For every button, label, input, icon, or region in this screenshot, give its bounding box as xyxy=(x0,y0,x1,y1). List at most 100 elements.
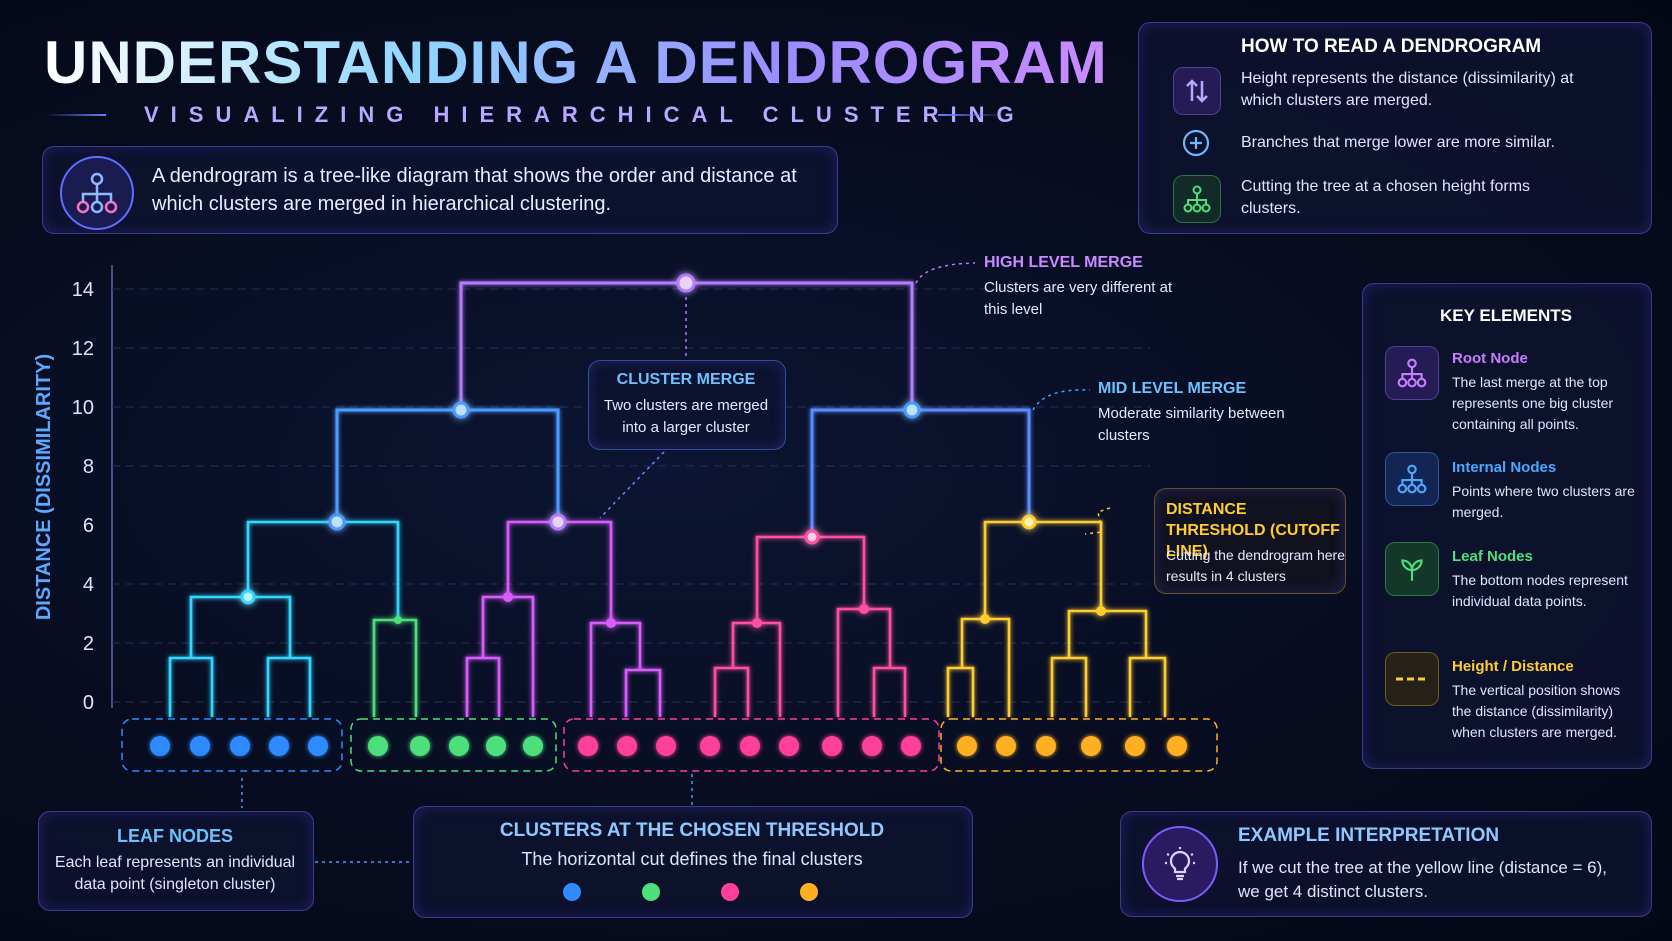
leaf-node xyxy=(1167,736,1187,756)
intro-panel xyxy=(42,146,838,234)
example-title: EXAMPLE INTERPRETATION xyxy=(1238,825,1500,846)
internal-node xyxy=(804,529,820,545)
cluster-swatch xyxy=(721,883,739,901)
tree-icon xyxy=(1173,175,1221,223)
key-leaf-title: Leaf Nodes xyxy=(1452,548,1533,565)
tick-2: 2 xyxy=(83,633,94,655)
leaf-nodes-title: LEAF NODES xyxy=(116,826,233,846)
plus-circle-icon xyxy=(1173,120,1219,166)
tick-12: 12 xyxy=(72,338,94,360)
cluster-swatch xyxy=(642,883,660,901)
leaf-node xyxy=(308,736,328,756)
how-to-read-item-1: Height represents the distance (dissimil… xyxy=(1241,70,1574,109)
callout-connectors xyxy=(241,262,1111,863)
leaf-node xyxy=(862,736,882,756)
cluster-magenta-branches xyxy=(465,520,662,717)
key-root-title: Root Node xyxy=(1452,350,1528,367)
how-to-read-item-3: Cutting the tree at a chosen height form… xyxy=(1241,178,1531,217)
example-text: If we cut the tree at the yellow line (d… xyxy=(1238,858,1607,901)
mid-merge-text: Moderate similarity between clusters xyxy=(1098,405,1285,444)
how-to-read-panel xyxy=(1138,22,1652,234)
leaf-node xyxy=(523,736,543,756)
internal-node xyxy=(752,618,762,628)
y-axis: 14 12 10 8 6 4 2 0 DISTANCE (DISSIMILARI… xyxy=(33,265,1150,714)
leaf-nodes-panel xyxy=(38,811,314,911)
page-subtitle: VISUALIZING HIERARCHICAL CLUSTERING xyxy=(144,102,1026,127)
mid-merge-title: MID LEVEL MERGE xyxy=(1098,380,1247,397)
leaf-node xyxy=(1036,736,1056,756)
clusters-panel xyxy=(413,806,973,918)
key-height-text: The vertical position shows the distance… xyxy=(1452,682,1621,740)
internal-node xyxy=(859,604,869,614)
key-height-title: Height / Distance xyxy=(1452,658,1574,675)
cluster-merge-callout xyxy=(588,360,786,450)
leaf-node xyxy=(1125,736,1145,756)
leaf-nodes-text: Each leaf represents an individual data … xyxy=(54,854,296,893)
key-leaf-text: The bottom nodes represent individual da… xyxy=(1452,572,1628,609)
up-down-arrows-icon xyxy=(1173,67,1221,115)
cluster-swatch xyxy=(563,883,581,901)
leaf-node xyxy=(150,736,170,756)
tick-6: 6 xyxy=(83,515,94,537)
internal-node xyxy=(328,513,346,531)
internal-node xyxy=(903,401,921,419)
leaf-nodes xyxy=(150,736,1187,756)
leaf-node xyxy=(410,736,430,756)
leaf-node xyxy=(656,736,676,756)
internal-nodes-icon xyxy=(1385,452,1439,506)
threshold-text: Cutting the dendrogram here results in 4… xyxy=(1166,547,1345,584)
cluster-merge-title: CLUSTER MERGE xyxy=(616,371,756,388)
merge-nodes xyxy=(240,273,1106,628)
lightbulb-icon xyxy=(1142,826,1218,902)
leaf-node xyxy=(190,736,210,756)
high-merge-text: Clusters are very different at this leve… xyxy=(984,279,1173,318)
clusters-title: CLUSTERS AT THE CHOSEN THRESHOLD xyxy=(499,820,885,841)
internal-node xyxy=(394,616,402,624)
leaf-node xyxy=(996,736,1016,756)
key-internal-text: Points where two clusters are merged. xyxy=(1452,483,1635,520)
leaf-cluster-boxes xyxy=(121,718,1218,772)
page-title: UNDERSTANDING A DENDROGRAM xyxy=(44,29,1108,96)
leaf-node xyxy=(449,736,469,756)
leaf-node xyxy=(957,736,977,756)
internal-node xyxy=(1021,514,1037,530)
subtitle-left-rule xyxy=(44,114,106,116)
cluster-merge-text: Two clusters are merged into a larger cl… xyxy=(603,397,769,436)
threshold-callout xyxy=(1154,488,1346,594)
intro-text: A dendrogram is a tree-like diagram that… xyxy=(152,165,797,215)
how-to-read-title: HOW TO READ A DENDROGRAM xyxy=(1241,36,1542,57)
cluster-yellow-branches xyxy=(946,520,1167,717)
internal-node xyxy=(452,401,470,419)
cluster-swatch xyxy=(800,883,818,901)
internal-node xyxy=(606,618,616,628)
y-axis-label: DISTANCE (DISSIMILARITY) xyxy=(33,354,55,620)
root-node-icon xyxy=(1385,346,1439,400)
cluster-swatches xyxy=(563,883,818,901)
tick-10: 10 xyxy=(72,397,94,419)
leaf-node xyxy=(700,736,720,756)
leaf-node xyxy=(901,736,921,756)
dashed-line-icon xyxy=(1385,652,1439,706)
internal-node xyxy=(240,589,256,605)
internal-node xyxy=(503,592,513,602)
root-node xyxy=(676,273,696,293)
cluster-cyan-branches xyxy=(168,520,400,717)
leaf-node xyxy=(230,736,250,756)
leaf-node xyxy=(486,736,506,756)
leaf-node xyxy=(1081,736,1101,756)
leaf-node xyxy=(617,736,637,756)
key-elements-title: KEY ELEMENTS xyxy=(1440,306,1572,325)
cluster-pink-branches xyxy=(713,535,907,717)
tick-8: 8 xyxy=(83,456,94,478)
leaf-node xyxy=(779,736,799,756)
leaf-node xyxy=(368,736,388,756)
internal-node xyxy=(549,513,567,531)
tick-0: 0 xyxy=(83,692,94,714)
leaf-node xyxy=(578,736,598,756)
tick-4: 4 xyxy=(83,574,94,596)
leaf-node xyxy=(740,736,760,756)
how-to-read-item-2: Branches that merge lower are more simil… xyxy=(1241,134,1555,151)
leaf-node xyxy=(822,736,842,756)
leaf-icon xyxy=(1385,542,1439,596)
